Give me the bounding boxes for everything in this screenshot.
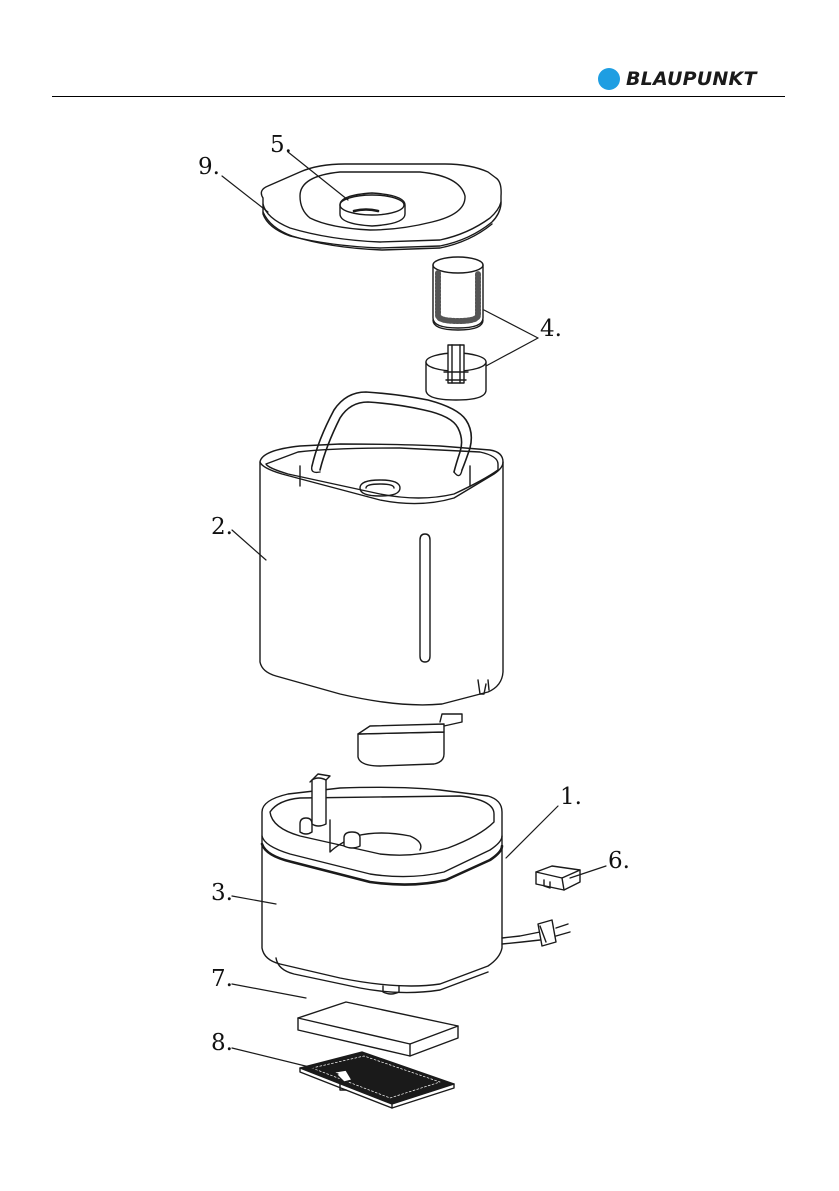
callout-2: 2. — [211, 514, 233, 540]
leader-line-4b — [486, 338, 538, 366]
float-module — [358, 714, 462, 766]
callout-9: 9. — [198, 154, 220, 180]
callout-3: 3. — [211, 880, 233, 906]
filter-cartridge — [433, 257, 483, 330]
filter-holder — [426, 345, 486, 400]
callout-8: 8. — [211, 1030, 233, 1056]
callout-5: 5. — [270, 132, 292, 158]
leader-line-7 — [232, 984, 306, 998]
leader-line-4a — [484, 310, 538, 338]
base-unit — [262, 774, 502, 994]
water-tank — [260, 444, 503, 705]
small-cover — [536, 866, 580, 890]
leader-line-1 — [506, 806, 558, 858]
leader-line-8 — [232, 1048, 338, 1074]
callout-6: 6. — [608, 848, 630, 874]
callout-1: 1. — [560, 784, 582, 810]
power-cord — [502, 920, 570, 946]
callout-4: 4. — [540, 316, 562, 342]
bottom-grille — [300, 1052, 454, 1108]
control-knob — [340, 193, 405, 226]
callout-7: 7. — [211, 966, 233, 992]
filter-pad — [298, 1002, 458, 1056]
